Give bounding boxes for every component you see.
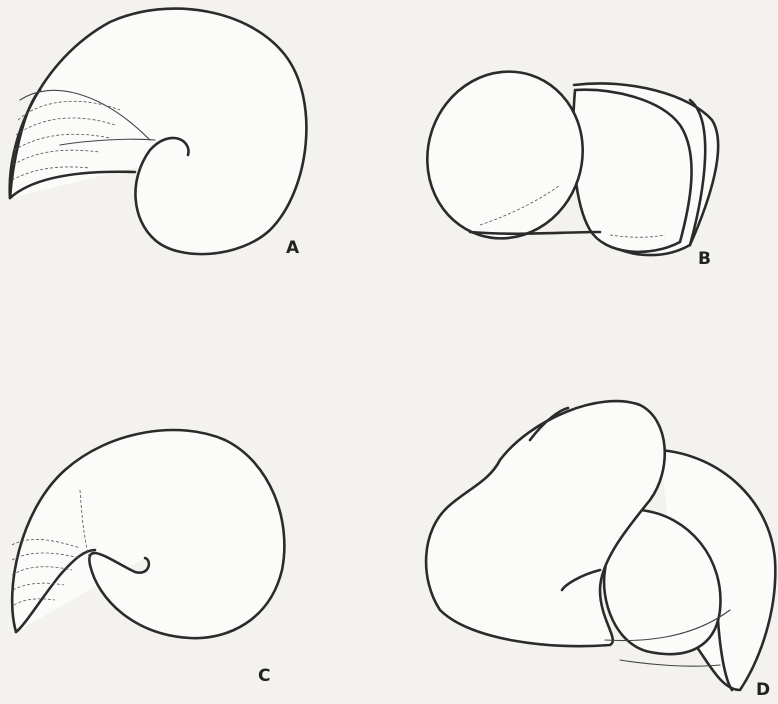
panel-d-shell: [426, 401, 775, 690]
panel-label-b: B: [698, 249, 711, 269]
panel-label-a: A: [286, 238, 299, 258]
panel-label-c: C: [258, 666, 270, 686]
panel-label-d: D: [756, 680, 770, 700]
